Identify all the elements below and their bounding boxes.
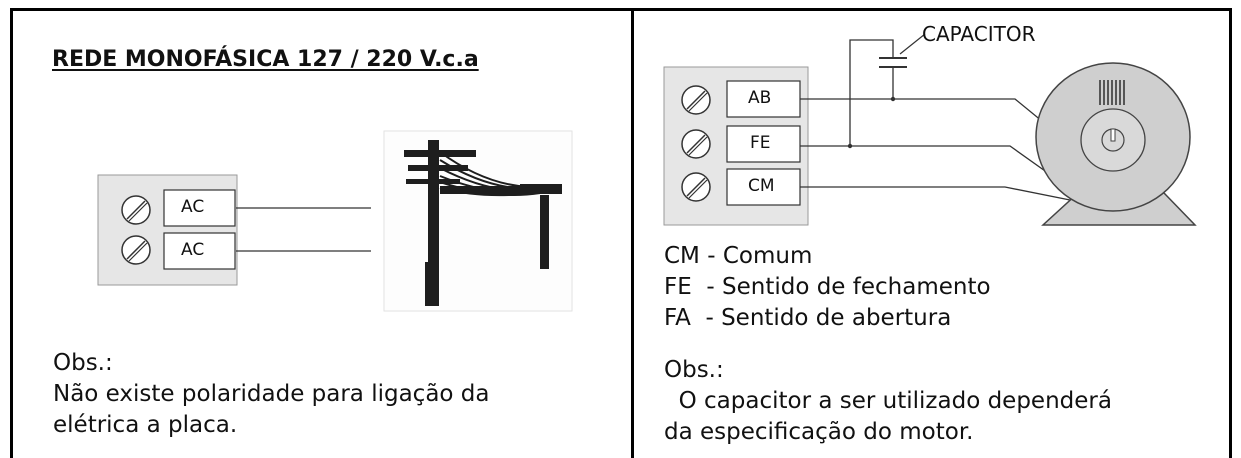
frame-left [10,8,13,458]
right-obs-label: Obs.: [664,357,724,383]
right-terminal-label-cm: CM [748,176,775,196]
left-terminal-block [97,174,238,286]
frame-top [10,8,1232,11]
left-obs-line-1: Não existe polaridade para ligação da [53,381,490,407]
screw-terminal-icon [681,129,711,159]
frame-right [1229,8,1232,458]
right-terminal-block [663,66,809,226]
right-obs-line-1: O capacitor a ser utilizado dependerá [664,388,1112,414]
right-terminal-label-fe: FE [750,133,771,153]
left-wires [236,207,371,252]
legend-line-1: CM - Comum [664,243,813,269]
left-title: REDE MONOFÁSICA 127 / 220 V.c.a [52,47,479,72]
left-terminal-label-1: AC [181,197,205,217]
capacitor-label: CAPACITOR [922,22,1036,46]
screw-terminal-icon [681,85,711,115]
right-obs-line-2: da especificação do motor. [664,419,974,445]
left-obs-line-2: elétrica a placa. [53,412,238,438]
frame-divider [631,8,634,458]
legend-line-2: FE - Sentido de fechamento [664,274,991,300]
left-obs-label: Obs.: [53,350,113,376]
screw-terminal-icon [121,195,151,225]
left-terminal-label-2: AC [181,240,205,260]
legend-line-3: FA - Sentido de abertura [664,305,952,331]
motor-wires [800,39,1071,201]
screw-terminal-icon [681,172,711,202]
screw-terminal-icon [121,235,151,265]
right-terminal-label-ab: AB [748,88,772,108]
motor-icon [1035,62,1197,226]
utility-pole-icon [383,130,573,312]
capacitor-icon [879,33,926,68]
